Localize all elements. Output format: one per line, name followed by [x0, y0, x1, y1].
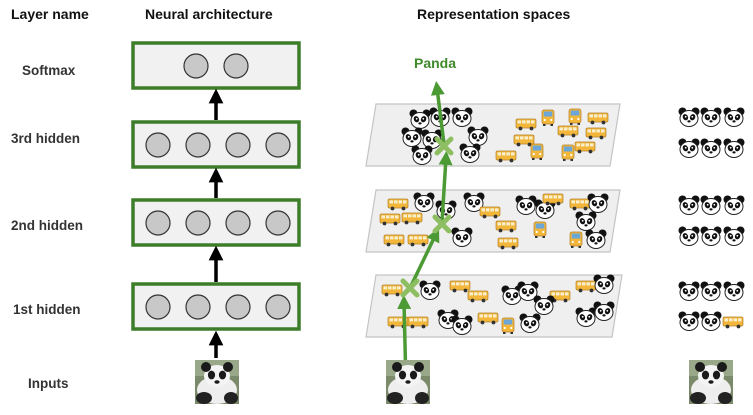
panda-icon: [678, 138, 700, 158]
panda-icon: [700, 281, 722, 301]
panda-icon: [593, 274, 615, 294]
panda-icon: [700, 226, 722, 246]
panda-icon: [401, 127, 423, 147]
neuron: [183, 53, 209, 79]
header-layer-name: Layer name: [11, 6, 89, 22]
row-label-inputs: Inputs: [28, 376, 69, 391]
school-bus-icon: [569, 231, 583, 249]
panda-icon: [723, 226, 745, 246]
panda-icon: [451, 107, 473, 127]
panda-icon: [678, 311, 700, 331]
row-label-1st-hidden: 1st hidden: [13, 302, 81, 317]
neuron: [145, 294, 171, 320]
panda-icon: [700, 311, 722, 331]
input-image: [386, 360, 430, 404]
panda-icon: [678, 107, 700, 127]
school-bus-icon: [541, 109, 555, 127]
header-neural-architecture: Neural architecture: [145, 6, 273, 22]
trajectory-label-panda: Panda: [414, 55, 456, 71]
neuron: [145, 132, 171, 158]
neuron: [145, 210, 171, 236]
neuron: [225, 294, 251, 320]
examples-3rd: [678, 107, 745, 158]
panda-icon: [533, 295, 555, 315]
panda-icon: [700, 195, 722, 215]
panda-icon: [451, 227, 473, 247]
panda-icon: [700, 107, 722, 127]
panda-icon: [700, 138, 722, 158]
row-label-3rd-hidden: 3rd hidden: [11, 131, 80, 146]
panda-icon: [678, 226, 700, 246]
neuron: [185, 132, 211, 158]
panda-icon: [678, 281, 700, 301]
panda-icon: [419, 280, 441, 300]
neuron: [185, 210, 211, 236]
layer-box-softmax: [131, 41, 301, 90]
panda-icon: [409, 109, 431, 129]
layer-box-3rd-hidden: [131, 120, 301, 169]
examples-1st: [678, 281, 745, 331]
panda-icon: [411, 145, 433, 165]
panda-icon: [593, 301, 615, 321]
input-image: [195, 360, 239, 404]
panda-icon: [723, 281, 745, 301]
header-representation-spaces: Representation spaces: [417, 6, 570, 22]
neuron: [225, 132, 251, 158]
neuron: [225, 210, 251, 236]
panda-icon: [459, 143, 481, 163]
row-label-2nd-hidden: 2nd hidden: [11, 218, 83, 233]
panda-icon: [723, 138, 745, 158]
panda-icon: [519, 313, 541, 333]
layer-box-2nd-hidden: [131, 198, 301, 247]
trajectory-arrow: [430, 81, 446, 145]
panda-icon: [515, 195, 537, 215]
trajectory-arrow: [438, 151, 453, 223]
row-label-softmax: Softmax: [22, 63, 76, 78]
neuron: [265, 294, 291, 320]
trajectory-arrow: [408, 227, 440, 289]
school-bus-icon: [568, 108, 582, 126]
layer-box-1st-hidden: [131, 282, 301, 331]
school-bus-icon: [501, 317, 515, 335]
neuron: [265, 132, 291, 158]
panda-icon: [451, 315, 473, 335]
panda-icon: [575, 211, 597, 231]
panda-icon: [467, 126, 489, 146]
panda-icon: [723, 107, 745, 127]
panda-icon: [723, 195, 745, 215]
school-bus-icon: [533, 221, 547, 239]
neuron: [223, 53, 249, 79]
school-bus-icon: [530, 143, 544, 161]
school-bus-icon: [561, 144, 575, 162]
examples-2nd: [678, 195, 745, 246]
panda-icon: [413, 192, 435, 212]
neuron: [185, 294, 211, 320]
panda-icon: [587, 193, 609, 213]
panda-icon: [678, 195, 700, 215]
school-bus-icon: [722, 316, 744, 329]
panda-icon: [585, 229, 607, 249]
panda-icon: [575, 307, 597, 327]
input-image: [689, 360, 733, 404]
neuron: [265, 210, 291, 236]
